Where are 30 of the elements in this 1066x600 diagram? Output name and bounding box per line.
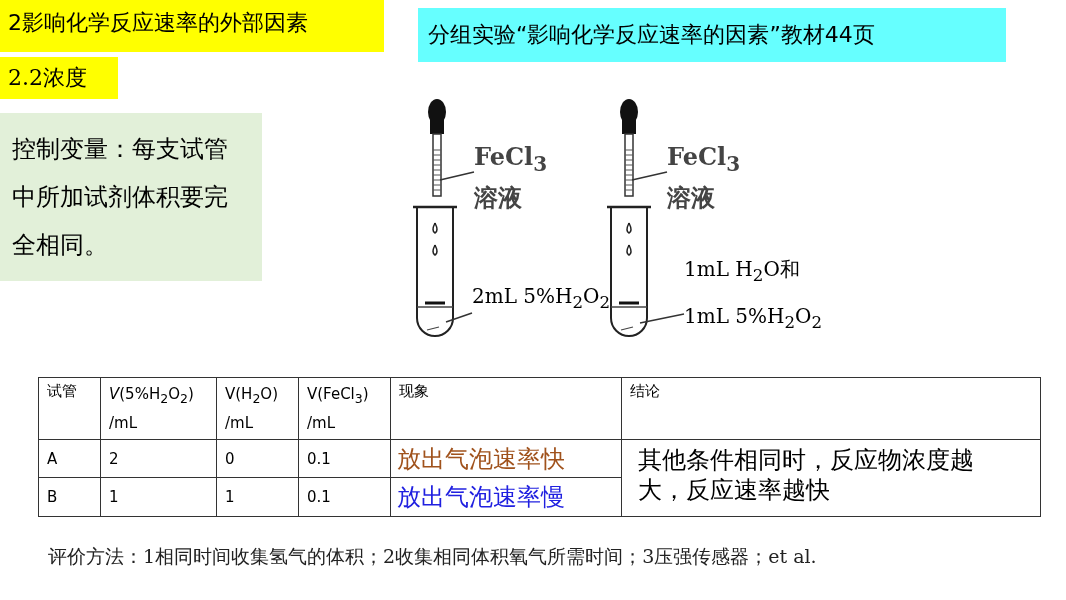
leader-line (639, 313, 685, 324)
callout-text: FeCl$_{3}$ 溶液 (667, 140, 757, 215)
leader-line (445, 312, 473, 323)
callout-text: FeCl$_{3}$ 溶液 (474, 140, 564, 215)
callout-text: 1mL 5%H$_{2}$O$_{2}$ (684, 304, 824, 334)
leader-line (439, 171, 475, 181)
table-cell: 1 (100, 477, 217, 517)
table-cell: 0.1 (298, 439, 391, 478)
table-cell: 其他条件相同时，反应物浓度越大，反应速率越快 (621, 439, 1041, 517)
table-cell: 结论 (621, 377, 1041, 440)
table-cell: 现象 (390, 377, 622, 440)
table-cell: V(H$_{2}$O) /mL (216, 377, 299, 440)
note-box: 控制变量：每支试管中所加试剂体积要完全相同。 (0, 113, 262, 281)
heading-box: 分组实验“影响化学反应速率的因素”教材44页 (418, 8, 1006, 62)
table-cell: 0 (216, 439, 299, 478)
subtitle-box: 2.2浓度 (0, 57, 118, 99)
table-cell: V(5%H$_{2}$O$_{2}$) /mL (100, 377, 217, 440)
table-cell: 放出气泡速率快 (390, 439, 622, 478)
table-cell: 2 (100, 439, 217, 478)
title-box: 2影响化学反应速率的外部因素 (0, 0, 384, 52)
leader-line (631, 171, 668, 181)
callout-text: 2mL 5%H$_{2}$O$_{2}$ (472, 284, 612, 314)
table-cell: 1 (216, 477, 299, 517)
table-cell: 试管 (38, 377, 101, 440)
footnote-text: 评价方法：1相同时间收集氢气的体积；2收集相同体积氧气所需时间；3压强传感器；et al. (48, 544, 817, 569)
table-cell: A (38, 439, 101, 478)
table-cell: B (38, 477, 101, 517)
table-cell: V(FeCl$_{3}$) /mL (298, 377, 391, 440)
table-cell: 0.1 (298, 477, 391, 517)
callout-text: 1mL H$_{2}$O和 (684, 256, 800, 285)
